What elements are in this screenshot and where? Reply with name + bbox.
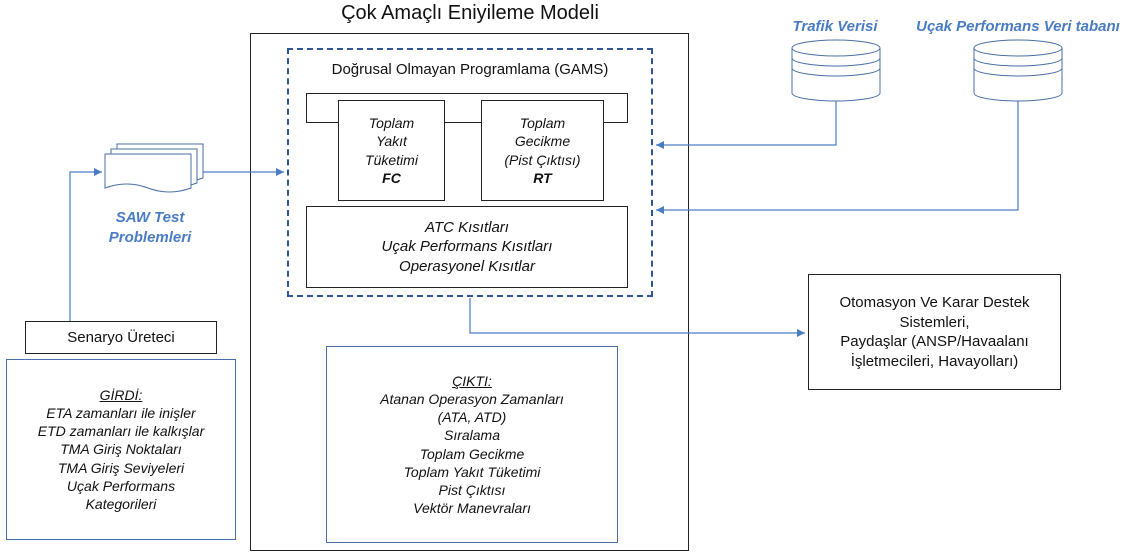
input-item: Kategorileri	[85, 495, 157, 512]
automation-line: Paydaşlar (ANSP/Havaalanı	[840, 333, 1029, 350]
input-item: ETA zamanları ile inişler	[46, 405, 196, 422]
input-item: TMA Giriş Noktaları	[60, 441, 182, 458]
obj1-line3: Tüketimi	[365, 151, 418, 168]
automation-line: Otomasyon Ve Karar Destek	[839, 294, 1030, 311]
input-item: ETD zamanları ile kalkışlar	[37, 423, 205, 440]
obj1-line1: Toplam	[368, 115, 415, 132]
performance-database-icon	[973, 39, 1063, 102]
output-item: (ATA, ATD)	[437, 409, 507, 426]
output-item: Pist Çıktısı	[438, 481, 506, 498]
traffic-to-gams-arrow	[656, 101, 837, 149]
output-item: Vektör Manevraları	[413, 500, 531, 517]
scenario-generator-box: Senaryo Üreteci	[25, 321, 217, 354]
input-item: Uçak Performans	[66, 477, 176, 494]
output-box: ÇIKTI: Atanan Operasyon Zamanları (ATA, …	[326, 346, 618, 543]
gams-dashed-box	[287, 48, 653, 297]
document-stack-icon	[104, 143, 204, 193]
constraint-operational: Operasyonel Kısıtlar	[399, 257, 535, 275]
output-item: Toplam Yakıt Tüketimi	[403, 463, 541, 480]
scenario-to-saw-arrow	[69, 168, 102, 321]
diagram-title: Çok Amaçlı Eniyileme Modeli	[341, 2, 599, 24]
automation-box: Otomasyon Ve Karar Destek Sistemleri, Pa…	[808, 274, 1061, 390]
obj2-line3: (Pist Çıktısı)	[504, 151, 581, 168]
gams-title: Doğrusal Olmayan Programlama (GAMS)	[331, 61, 609, 78]
saw-label: SAW Test Problemleri	[95, 208, 205, 247]
gams-to-automation-arrow	[469, 298, 805, 337]
input-item: TMA Giriş Seviyeleri	[57, 459, 185, 476]
saw-line1: SAW Test	[115, 209, 185, 226]
output-heading: ÇIKTI:	[452, 372, 492, 389]
performance-db-label: Uçak Performans Veri tabanı	[916, 18, 1120, 35]
traffic-data-label: Trafik Verisi	[792, 18, 878, 35]
automation-line: Sistemleri,	[899, 313, 970, 331]
input-box: GİRDİ: ETA zamanları ile inişler ETD zam…	[6, 359, 236, 540]
performance-to-gams-arrow	[656, 101, 1019, 214]
objective-fuel-consumption: Toplam Yakıt Tüketimi FC	[338, 100, 445, 201]
obj2-code: RT	[533, 169, 552, 186]
constraint-aircraft-performance: Uçak Performans Kısıtları	[381, 238, 553, 256]
output-item: Toplam Gecikme	[419, 445, 525, 462]
constraints-box: ATC Kısıtları Uçak Performans Kısıtları …	[306, 206, 628, 288]
input-heading: GİRDİ:	[99, 386, 143, 403]
objective-total-delay: Toplam Gecikme (Pist Çıktısı) RT	[481, 100, 604, 201]
traffic-database-icon	[791, 39, 881, 102]
saw-line2: Problemleri	[108, 228, 192, 246]
obj1-line2: Yakıt	[376, 133, 407, 150]
output-item: Sıralama	[443, 427, 501, 444]
obj2-line1: Toplam	[519, 115, 566, 132]
output-item: Atanan Operasyon Zamanları	[380, 390, 564, 407]
obj1-code: FC	[382, 169, 401, 186]
constraint-atc: ATC Kısıtları	[425, 218, 509, 236]
obj2-line2: Gecikme	[514, 133, 571, 150]
automation-line: İşletmecileri, Havayolları)	[850, 352, 1019, 370]
